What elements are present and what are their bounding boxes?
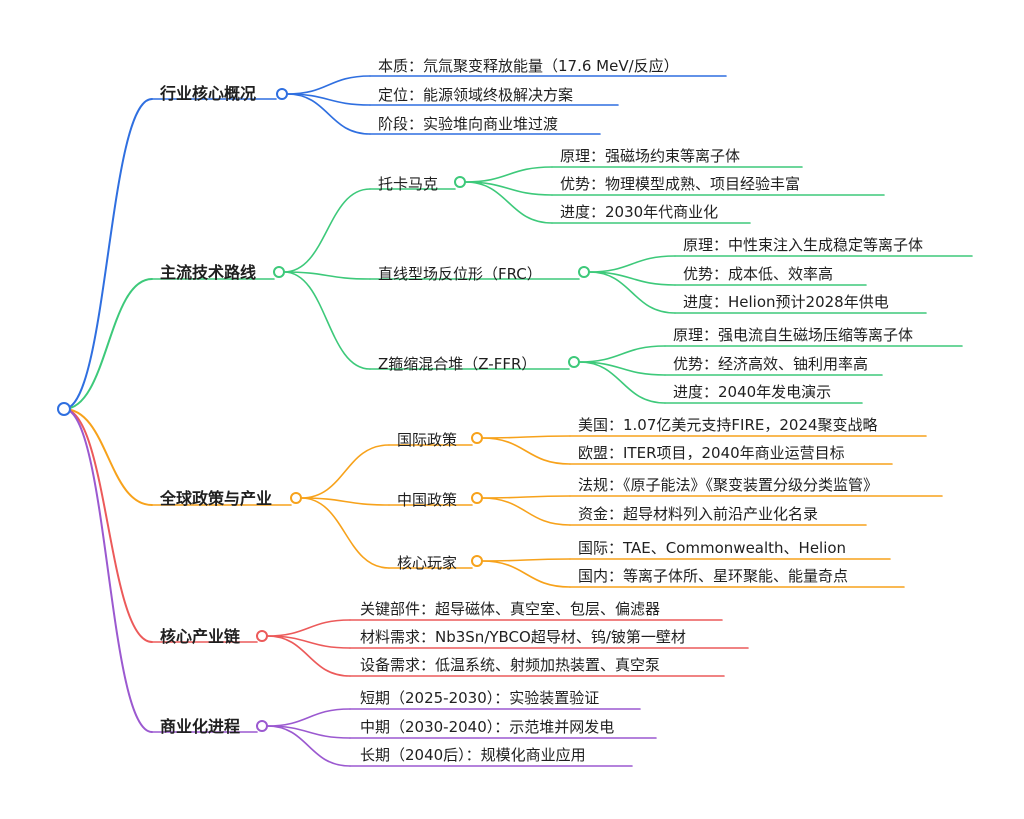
leaf-link bbox=[588, 271, 676, 314]
leaf-link bbox=[481, 437, 571, 465]
leaf-link bbox=[481, 497, 571, 526]
branch-node-tech-routes[interactable] bbox=[273, 266, 285, 278]
leaf-link bbox=[286, 93, 371, 106]
leaf-stage: 阶段：实验堆向商业堆过渡 bbox=[378, 115, 558, 133]
branch-industry-chain: 核心产业链 关键部件：超导磁体、真空室、包层、偏滤器 材料需求：Nb3Sn/YB… bbox=[160, 600, 686, 674]
leaf-link bbox=[481, 560, 571, 588]
leaf-link bbox=[578, 345, 666, 363]
branch-label-commercialization: 商业化进程 bbox=[160, 717, 240, 736]
branch-global-policy: 全球政策与产业 国际政策 美国：1.07亿美元支持FIRE，2024聚变战略 欧… bbox=[159, 416, 878, 585]
sub-node-intl-policy[interactable] bbox=[471, 432, 483, 444]
branch-node-global-policy[interactable] bbox=[290, 492, 302, 504]
leaf-tokamak-advantage: 优势：物理模型成熟、项目经验丰富 bbox=[560, 175, 800, 193]
sub-node-frc[interactable] bbox=[578, 266, 590, 278]
sub-label-frc: 直线型场反位形（FRC） bbox=[378, 265, 542, 283]
sub-link bbox=[283, 271, 371, 370]
trunk-link bbox=[63, 98, 153, 410]
leaf-link bbox=[266, 635, 351, 677]
leaf-frc-progress: 进度：Helion预计2028年供电 bbox=[683, 293, 889, 311]
leaf-intl-players: 国际：TAE、Commonwealth、Helion bbox=[578, 539, 846, 557]
leaf-zffr-advantage: 优势：经济高效、铀利用率高 bbox=[673, 355, 868, 373]
leaf-link bbox=[464, 166, 553, 183]
leaf-link bbox=[266, 725, 351, 767]
leaf-regulation: 法规：《原子能法》《聚变装置分级分类监管》 bbox=[578, 476, 878, 494]
leaf-tokamak-progress: 进度：2030年代商业化 bbox=[560, 203, 718, 221]
leaf-key-components: 关键部件：超导磁体、真空室、包层、偏滤器 bbox=[360, 600, 660, 618]
sub-node-zffr[interactable] bbox=[568, 356, 580, 368]
branch-label-global-policy: 全球政策与产业 bbox=[159, 489, 272, 508]
leaf-link bbox=[464, 181, 553, 224]
leaf-link bbox=[588, 255, 676, 273]
leaf-link bbox=[481, 558, 571, 562]
sub-link bbox=[300, 497, 390, 569]
sub-label-china-policy: 中国政策 bbox=[397, 491, 457, 509]
branch-commercialization: 商业化进程 短期（2025-2030）：实验装置验证 中期（2030-2040）… bbox=[160, 689, 614, 764]
sub-label-zffr: Z箍缩混合堆（Z-FFR） bbox=[378, 355, 536, 373]
branch-node-industry-overview[interactable] bbox=[276, 88, 288, 100]
trunk-link bbox=[63, 278, 153, 410]
leaf-link bbox=[286, 93, 371, 135]
leaf-equipment-needs: 设备需求：低温系统、射频加热装置、真空泵 bbox=[360, 656, 660, 674]
leaf-eu: 欧盟：ITER项目，2040年商业运营目标 bbox=[578, 444, 845, 462]
leaf-zffr-progress: 进度：2040年发电演示 bbox=[673, 383, 831, 401]
sub-node-tokamak[interactable] bbox=[454, 176, 466, 188]
leaf-essence: 本质：氘氚聚变释放能量（17.6 MeV/反应） bbox=[378, 57, 679, 75]
trunk-link bbox=[63, 408, 153, 733]
sub-label-intl-policy: 国际政策 bbox=[397, 431, 457, 449]
branch-label-industry-chain: 核心产业链 bbox=[160, 627, 241, 646]
leaf-zffr-principle: 原理：强电流自生磁场压缩等离子体 bbox=[673, 326, 913, 344]
sub-link bbox=[300, 444, 390, 499]
sub-node-key-players[interactable] bbox=[471, 555, 483, 567]
branch-label-tech-routes: 主流技术路线 bbox=[160, 263, 256, 282]
leaf-link bbox=[286, 75, 371, 95]
sub-link bbox=[300, 497, 390, 506]
branch-label-industry-overview: 行业核心概况 bbox=[159, 84, 256, 103]
branch-node-industry-chain[interactable] bbox=[256, 630, 268, 642]
leaf-material-needs: 材料需求：Nb3Sn/YBCO超导材、钨/铍第一壁材 bbox=[360, 628, 686, 646]
sub-label-tokamak: 托卡马克 bbox=[378, 175, 438, 193]
branch-tech-routes: 主流技术路线 托卡马克 原理：强磁场约束等离子体 优势：物理模型成熟、项目经验丰… bbox=[160, 147, 923, 401]
sub-label-key-players: 核心玩家 bbox=[397, 554, 457, 572]
root-node[interactable] bbox=[57, 402, 71, 416]
leaf-link bbox=[481, 495, 571, 499]
leaf-link bbox=[578, 361, 666, 404]
sub-node-china-policy[interactable] bbox=[471, 492, 483, 504]
leaf-mid-term: 中期（2030-2040）：示范堆并网发电 bbox=[360, 718, 614, 736]
leaf-funding: 资金：超导材料列入前沿产业化名录 bbox=[578, 505, 818, 523]
sub-link bbox=[283, 188, 371, 273]
leaf-link bbox=[266, 708, 351, 727]
branch-industry-overview: 行业核心概况 本质：氘氚聚变释放能量（17.6 MeV/反应） 定位：能源领域终… bbox=[159, 57, 679, 133]
leaf-short-term: 短期（2025-2030）：实验装置验证 bbox=[360, 689, 599, 707]
branch-node-commercialization[interactable] bbox=[256, 720, 268, 732]
trunk-link bbox=[63, 408, 153, 643]
leaf-long-term: 长期（2040后）：规模化商业应用 bbox=[360, 746, 586, 764]
leaf-tokamak-principle: 原理：强磁场约束等离子体 bbox=[560, 147, 740, 165]
sub-link bbox=[283, 271, 371, 280]
leaf-frc-principle: 原理：中性束注入生成稳定等离子体 bbox=[683, 236, 923, 254]
leaf-link bbox=[266, 619, 351, 637]
leaf-usa: 美国：1.07亿美元支持FIRE，2024聚变战略 bbox=[578, 416, 878, 434]
leaf-link bbox=[481, 435, 571, 439]
trunk-link bbox=[63, 408, 153, 506]
leaf-positioning: 定位：能源领域终极解决方案 bbox=[378, 86, 573, 104]
leaf-frc-advantage: 优势：成本低、效率高 bbox=[683, 265, 833, 283]
leaf-domestic-players: 国内：等离子体所、星环聚能、能量奇点 bbox=[578, 567, 848, 585]
